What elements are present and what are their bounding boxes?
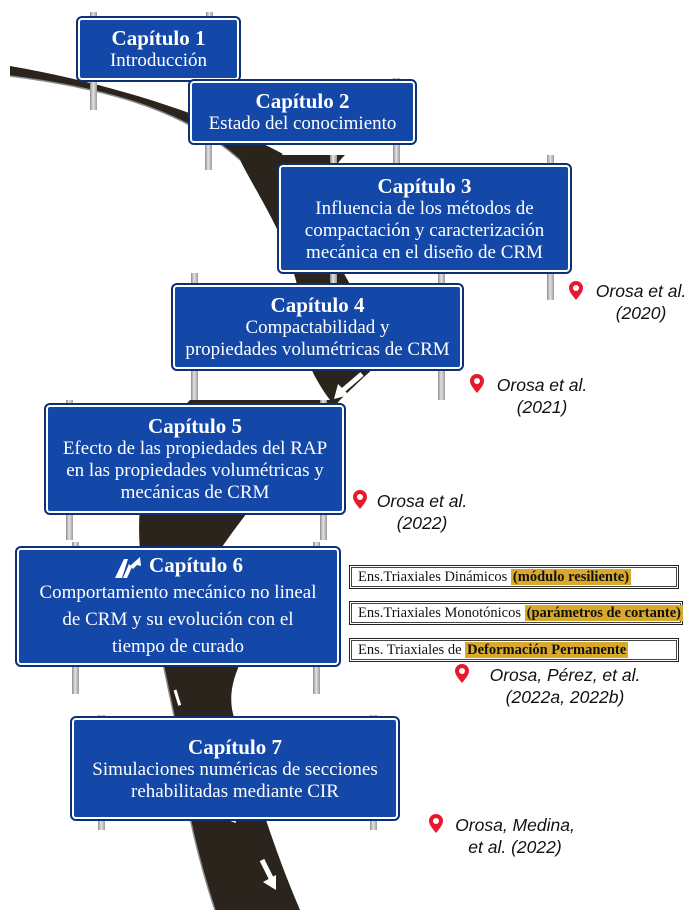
chapter-line: rehabilitadas mediante CIR (131, 780, 339, 802)
chapter-line: mecánicas de CRM (120, 482, 270, 503)
test-highlight: Deformación Permanente (465, 642, 629, 658)
chapter-line: Comportamiento mecánico no lineal (39, 582, 317, 604)
chapter-title: Capítulo 6 (149, 552, 243, 577)
chapter-line: tiempo de curado (112, 636, 244, 658)
reference-label: Orosa, Medina, et al. (2022) (440, 814, 590, 858)
chapter-title: Capítulo 1 (111, 26, 206, 50)
reference-line: (2020) (615, 303, 667, 323)
map-pin-icon (470, 374, 484, 393)
reference-label: Orosa et al. (2021) (487, 374, 597, 418)
exit-arrow-icon (115, 557, 142, 579)
chapter-line: Introducción (109, 50, 208, 71)
map-pin-icon (569, 281, 583, 300)
chapter-line: mecánica en el diseño de CRM (306, 241, 543, 263)
reference-line: (2022) (396, 513, 448, 533)
chapter-7-sign: Capítulo 7 Simulaciones numéricas de sec… (70, 716, 400, 821)
reference-line: Orosa et al. (496, 375, 588, 395)
reference-line: et al. (2022) (468, 837, 562, 857)
reference-line: (2022a, 2022b) (505, 687, 625, 707)
chapter-line: Simulaciones numéricas de secciones (92, 758, 378, 780)
reference-label: Orosa et al. (2022) (367, 490, 477, 534)
reference-line: (2021) (516, 397, 568, 417)
map-pin-icon (429, 814, 443, 833)
chapter-line: de CRM y su evolución con el (62, 609, 294, 631)
reference-line: Orosa et al. (376, 491, 468, 511)
chapter-title: Capítulo 3 (377, 173, 472, 198)
chapter-title: Capítulo 5 (148, 414, 242, 438)
test-box-dynamic: Ens.Triaxiales Dinámicos (módulo resilie… (349, 565, 679, 589)
chapter-1-sign: Capítulo 1 Introducción (76, 16, 241, 82)
reference-label: Orosa, Pérez, et al. (2022a, 2022b) (470, 664, 660, 708)
chapter-title-row: Capítulo 6 (19, 553, 337, 579)
reference-line: Orosa, Pérez, et al. (489, 665, 641, 685)
test-box-monotonic: Ens.Triaxiales Monotónicos (parámetros d… (349, 601, 683, 625)
chapter-line: compactación y caracterización (304, 219, 545, 241)
test-label: Ens.Triaxiales Dinámicos (358, 569, 511, 585)
test-label: Ens.Triaxiales Monotónicos (358, 605, 525, 621)
chapter-line: Efecto de las propiedades del RAP (62, 438, 328, 459)
chapter-title: Capítulo 4 (270, 293, 365, 317)
reference-line: Orosa, Medina, (455, 815, 575, 835)
map-pin-icon (455, 664, 469, 683)
chapter-3-sign: Capítulo 3 Influencia de los métodos de … (277, 163, 572, 274)
test-label: Ens. Triaxiales de (358, 642, 466, 658)
test-box-permanent: Ens. Triaxiales de Deformación Permanent… (349, 638, 679, 662)
test-highlight: (parámetros de cortante) (524, 605, 683, 621)
chapter-line: Influencia de los métodos de (315, 197, 534, 219)
map-pin-icon (353, 490, 367, 509)
chapter-line: Compactabilidad y (245, 317, 390, 338)
chapter-2-sign: Capítulo 2 Estado del conocimiento (188, 79, 417, 145)
chapter-5-sign: Capítulo 5 Efecto de las propiedades del… (44, 403, 346, 515)
direction-arrow-icon (334, 372, 364, 399)
chapter-title: Capítulo 2 (255, 89, 350, 113)
chapter-title: Capítulo 7 (188, 734, 282, 759)
chapter-line: en las propiedades volumétricas y (66, 460, 324, 481)
test-highlight: (módulo resiliente) (510, 569, 632, 585)
reference-line: Orosa et al. (595, 281, 687, 301)
chapter-4-sign: Capítulo 4 Compactabilidad y propiedades… (171, 283, 464, 371)
reference-label: Orosa et al. (2020) (586, 280, 696, 324)
chapter-line: Estado del conocimiento (208, 113, 397, 134)
chapter-line: propiedades volumétricas de CRM (185, 339, 450, 360)
chapter-6-sign: Capítulo 6 Comportamiento mecánico no li… (15, 546, 341, 667)
direction-arrow-icon (259, 858, 276, 890)
